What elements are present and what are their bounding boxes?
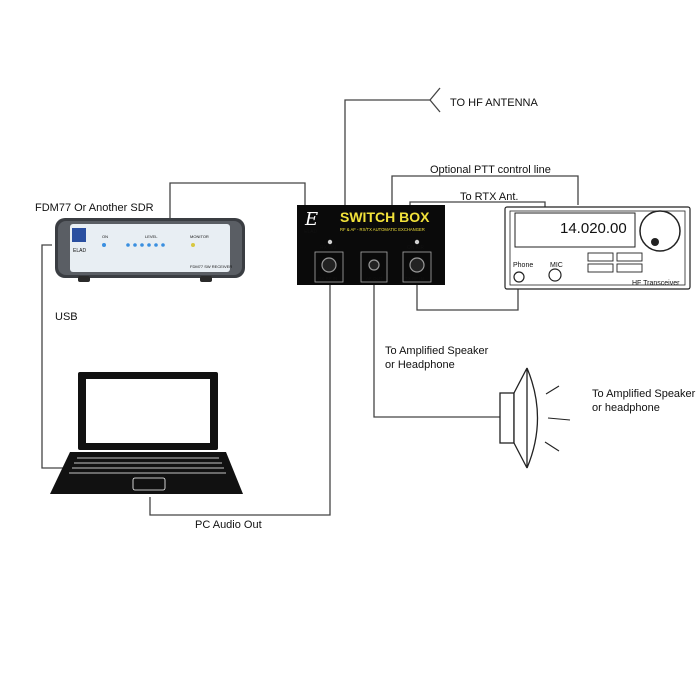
hf-transceiver-label: HF Transceiver (632, 280, 680, 287)
switch-box: E ELAD SWITCH BOX RF & AF - RX/TX AUTOMA… (297, 205, 445, 285)
on-air-label: ON AIR (407, 245, 424, 251)
laptop (50, 372, 243, 494)
transceiver-buttons (587, 252, 643, 273)
rx-on-label: RX ON (320, 245, 336, 251)
sdr-level-label: LEVEL (145, 234, 158, 239)
hf-transceiver: 14.020.00 Phone MIC (504, 206, 691, 290)
ptt-label: Optional PTT control line (430, 164, 551, 176)
antenna-label: TO HF ANTENNA (450, 97, 538, 109)
usb-wire (41, 244, 70, 469)
antenna-symbol-upper (429, 87, 441, 101)
tx-rf-in-panel (402, 251, 432, 283)
switch-box-subtitle: RF & AF - RX/TX AUTOMATIC EXCHANGER (340, 227, 425, 232)
rtx-ant-wire (409, 201, 546, 207)
laptop-keyboard (69, 457, 226, 474)
usb-label: USB (55, 311, 78, 323)
sdr-foot-left (78, 276, 90, 282)
tx-rf-wire (416, 278, 519, 311)
sdr-brand: ELAD (73, 248, 86, 254)
tuning-knob-icon (639, 210, 681, 252)
rx-rf-in-label: RX RF IN (318, 276, 337, 281)
pc-audio-label: PC Audio Out (195, 519, 262, 531)
speaker-left-label-line1: To Amplified Speaker (385, 345, 489, 357)
rx-rf-in-panel (314, 251, 344, 283)
elad-logo-icon (72, 228, 86, 242)
sdr-monitor-label: MONITOR (190, 234, 209, 239)
laptop-screen (86, 379, 210, 443)
switch-box-brand: ELAD (304, 229, 317, 235)
af-out-wire (373, 285, 500, 418)
phone-label: Phone (513, 262, 533, 269)
tx-rf-in-label: TX RF IN (405, 276, 424, 281)
sdr-on-led (102, 243, 106, 247)
sdr-receiver: ELAD ON LEVEL MONITOR FDM77 SW RECEIVER (55, 218, 245, 282)
switch-box-title: SWITCH BOX (340, 209, 430, 225)
mic-jack-icon (548, 268, 562, 282)
tx-rf-in-connector (409, 257, 425, 273)
sdr-label: FDM77 Or Another SDR (35, 202, 154, 214)
ptt-control-wire (391, 175, 579, 205)
rtx-ant-label: To RTX Ant. (460, 191, 519, 203)
transceiver-frequency: 14.020.00 (560, 220, 627, 237)
speaker-right-label-line1: To Amplified Speaker (592, 388, 696, 400)
antenna-symbol-lower (429, 99, 441, 113)
speaker-icon (499, 367, 539, 469)
speaker-right-label-line2: or headphone (592, 402, 660, 414)
switch-box-logo: E (304, 209, 318, 230)
sdr-monitor-led (191, 243, 195, 247)
sdr-model: FDM77 SW RECEIVER (190, 264, 232, 269)
mic-label: MIC (550, 262, 563, 269)
rx-on-led (327, 239, 333, 245)
tuning-knob-dimple-icon (651, 238, 659, 246)
phone-jack-icon (513, 271, 525, 283)
on-air-led (414, 239, 420, 245)
laptop-touchpad (132, 477, 166, 491)
af-out-label: AF OUT (366, 276, 383, 281)
pc-audio-wire (149, 285, 331, 516)
sdr-foot-right (200, 276, 212, 282)
rx-rf-in-connector (321, 257, 337, 273)
sdr-level-leds (126, 243, 165, 247)
sdr-rf-wire (169, 182, 306, 222)
transceiver-display (514, 212, 636, 248)
antenna-wire (344, 99, 430, 205)
sound-waves-icon (544, 385, 571, 452)
speaker-left-label-line2: or Headphone (385, 359, 455, 371)
af-out-connector (368, 259, 380, 271)
sdr-on-label: ON (102, 234, 108, 239)
af-out-panel (360, 251, 388, 283)
